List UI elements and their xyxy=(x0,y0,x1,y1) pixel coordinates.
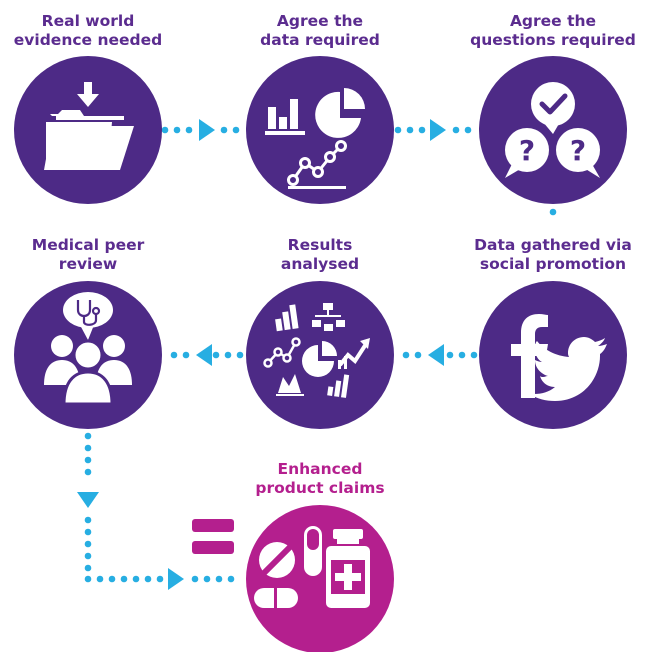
questions-icon: ? ? xyxy=(505,82,600,178)
peer-review-icon xyxy=(44,292,132,406)
people-group-icon xyxy=(44,335,132,406)
facebook-icon xyxy=(511,314,548,398)
charts-icon xyxy=(265,88,365,189)
step-label-real-world-evidence: Real world evidence needed xyxy=(13,12,163,49)
step-circle-agree-data xyxy=(246,56,394,204)
step-circle-real-world-evidence xyxy=(14,56,162,204)
connector-1-to-2 xyxy=(161,119,240,141)
step-label-medical-peer-review: Medical peer review xyxy=(31,236,145,273)
svg-text:?: ? xyxy=(519,134,535,167)
connector-2-to-3 xyxy=(394,119,472,141)
step-label-data-gathered: Data gathered via social promotion xyxy=(474,236,632,273)
equals-icon xyxy=(192,519,234,554)
step-circle-agree-questions: ? ? xyxy=(479,56,627,204)
step-label-enhanced-claims: Enhanced product claims xyxy=(255,460,385,497)
step-circle-enhanced-claims xyxy=(246,505,394,652)
analytics-icon xyxy=(263,303,370,398)
connector-3-to-4 xyxy=(549,208,557,216)
medicine-icon xyxy=(254,526,370,608)
social-media-icon xyxy=(511,314,607,401)
twitter-icon xyxy=(530,337,607,401)
step-circle-results-analysed xyxy=(246,281,394,429)
step-circle-data-gathered xyxy=(479,281,627,429)
folder-download-icon xyxy=(44,82,134,170)
step-label-results-analysed: Results analysed xyxy=(280,236,360,273)
connector-6-to-7 xyxy=(77,432,235,590)
stethoscope-icon xyxy=(76,300,101,326)
svg-text:?: ? xyxy=(570,134,586,167)
connector-5-to-6 xyxy=(170,344,244,366)
step-label-agree-questions: Agree the questions required xyxy=(470,12,636,49)
step-circle-medical-peer-review xyxy=(14,281,162,429)
connector-4-to-5 xyxy=(402,344,478,366)
step-label-agree-data: Agree the data required xyxy=(260,12,380,49)
